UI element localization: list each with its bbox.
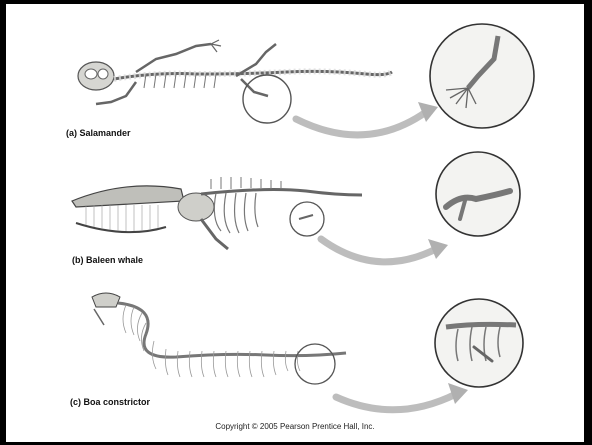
panel-label-whale: (b) Baleen whale bbox=[72, 255, 143, 265]
panel-boa: (c) Boa constrictor bbox=[6, 279, 584, 424]
panel-label-salamander: (a) Salamander bbox=[66, 128, 131, 138]
panel-whale: (b) Baleen whale bbox=[6, 149, 584, 279]
figure-slide: (a) Salamander bbox=[6, 4, 584, 442]
copyright-text: Copyright © 2005 Pearson Prentice Hall, … bbox=[6, 422, 584, 431]
panel-salamander: (a) Salamander bbox=[6, 4, 584, 149]
panel-label-boa: (c) Boa constrictor bbox=[70, 397, 150, 407]
